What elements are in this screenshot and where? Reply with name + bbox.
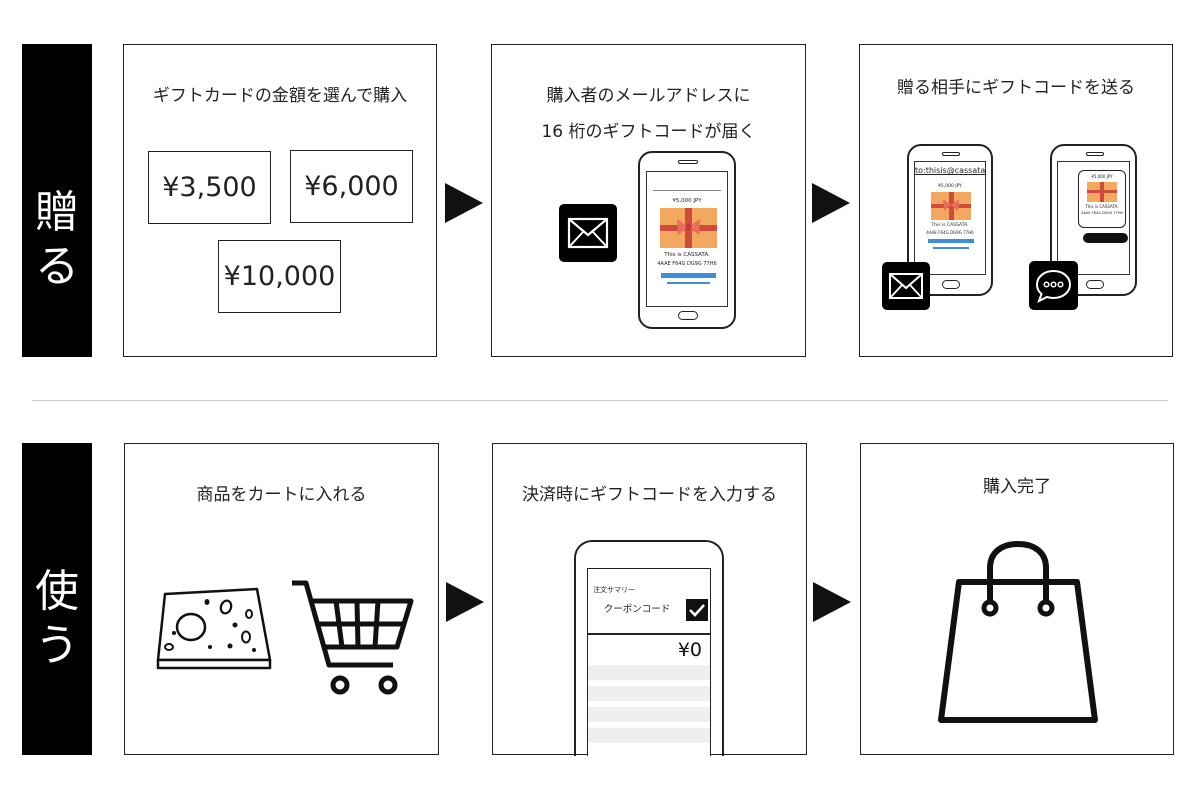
step-title-line-1: 購入者のメールアドレスに bbox=[546, 86, 751, 106]
phone-chat-mockup: ¥5,000 JPY This is CASSATA. 4AAE F64G DG… bbox=[1050, 144, 1137, 296]
gift-card-image bbox=[931, 192, 971, 220]
terms-link[interactable] bbox=[933, 247, 969, 249]
shopping-cart-icon bbox=[292, 580, 414, 695]
give-label-char-1: 贈 bbox=[35, 187, 79, 238]
step-title: 購入完了 bbox=[983, 477, 1051, 497]
email-recipient: to:thisis@cassata bbox=[915, 166, 986, 175]
price-option-10000[interactable]: ¥10,000 bbox=[218, 240, 341, 313]
order-summary-label: 注文サマリー bbox=[593, 586, 635, 594]
shopping-bag-icon bbox=[938, 540, 1098, 723]
phone-mockup: ¥5,000 JPY This is CASSATA. 4AAE F64G DG… bbox=[638, 151, 736, 329]
use-label-char-1: 使 bbox=[35, 566, 79, 617]
redeem-link-button[interactable] bbox=[928, 239, 974, 243]
arrow-right-icon bbox=[446, 582, 484, 622]
gift-code: 4AAE F64G DG9G 77H6 bbox=[1081, 211, 1123, 215]
form-row bbox=[588, 707, 710, 722]
arrow-right-icon bbox=[812, 183, 850, 223]
use-step-complete: 購入完了 bbox=[860, 443, 1174, 755]
use-step-enter-code: 決済時にギフトコードを入力する 注文サマリー クーポンコード ¥0 bbox=[492, 443, 807, 756]
form-row bbox=[588, 665, 710, 680]
give-step-select-amount: ギフトカードの金額を選んで購入 ¥3,500 ¥6,000 ¥10,000 bbox=[123, 44, 437, 357]
gift-amount: ¥5,000 JPY bbox=[672, 198, 702, 204]
gift-brand: This is CASSATA. bbox=[1085, 204, 1119, 209]
redeem-link-button[interactable] bbox=[661, 273, 716, 278]
step-title: 贈る相手にギフトコードを送る bbox=[897, 78, 1135, 98]
cheese-icon bbox=[156, 587, 272, 670]
gift-code: 4AAE F64G DG9G 77H6 bbox=[657, 261, 717, 267]
step-title: 商品をカートに入れる bbox=[196, 485, 367, 505]
envelope-icon bbox=[559, 204, 617, 262]
price-option-3500[interactable]: ¥3,500 bbox=[148, 151, 271, 224]
terms-link[interactable] bbox=[667, 282, 710, 284]
use-label-bar: 使 う bbox=[22, 443, 92, 755]
price-option-6000[interactable]: ¥6,000 bbox=[290, 150, 413, 223]
checkmark-icon[interactable] bbox=[686, 599, 708, 621]
arrow-right-icon bbox=[813, 582, 851, 622]
step-title: ギフトカードの金額を選んで購入 bbox=[152, 86, 408, 106]
step-title: 決済時にギフトコードを入力する bbox=[522, 485, 777, 505]
gift-amount: ¥5,000 JPY bbox=[938, 184, 962, 189]
use-step-add-to-cart: 商品をカートに入れる bbox=[124, 443, 439, 755]
section-divider bbox=[32, 400, 1168, 401]
coupon-code-field[interactable]: クーポンコード bbox=[603, 604, 671, 615]
give-label-bar: 贈 る bbox=[22, 44, 92, 357]
step-title-line-2: 16 桁のギフトコードが届く bbox=[541, 122, 756, 142]
form-row bbox=[588, 728, 710, 743]
chat-reply-bubble bbox=[1083, 233, 1128, 243]
gift-amount: ¥5,000 JPY bbox=[1091, 174, 1113, 179]
gift-brand: This is CASSATA. bbox=[664, 252, 710, 258]
gift-code: 4AAE F64G DG9G 77H6 bbox=[926, 230, 974, 235]
total-amount: ¥0 bbox=[677, 639, 702, 661]
give-step-send-code: 贈る相手にギフトコードを送る to:thisis@cassata ¥5,000 … bbox=[859, 44, 1173, 357]
gift-card-image bbox=[1087, 182, 1117, 202]
form-row bbox=[588, 686, 710, 701]
use-label-char-2: う bbox=[35, 620, 79, 671]
give-label-char-2: る bbox=[35, 241, 79, 292]
gift-brand: This is CASSATA. bbox=[931, 223, 969, 228]
envelope-icon bbox=[882, 262, 930, 310]
chat-bubble-icon bbox=[1029, 261, 1078, 310]
chat-message-bubble: ¥5,000 JPY This is CASSATA. 4AAE F64G DG… bbox=[1078, 170, 1126, 228]
arrow-right-icon bbox=[445, 183, 483, 223]
gift-card-image bbox=[660, 208, 717, 248]
phone-checkout-mockup: 注文サマリー クーポンコード ¥0 bbox=[574, 540, 724, 756]
give-step-receive-code: 購入者のメールアドレスに 16 桁のギフトコードが届く ¥5,000 JPY bbox=[491, 44, 806, 357]
